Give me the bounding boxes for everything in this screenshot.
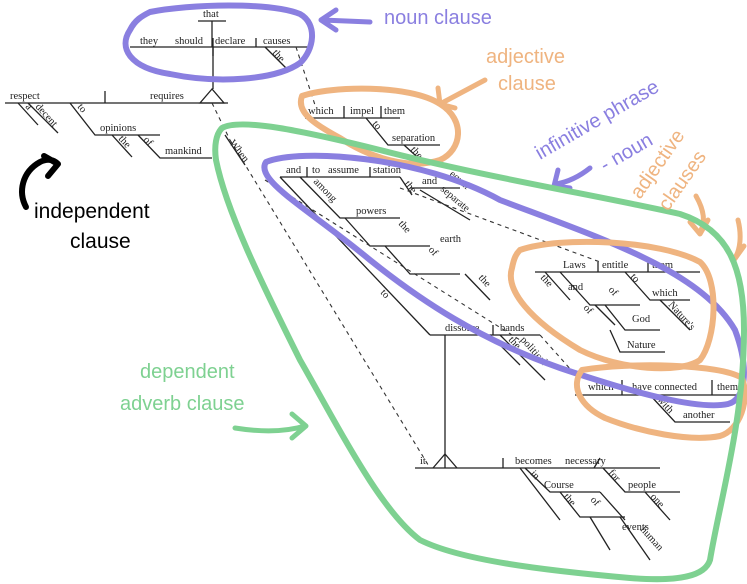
word-bands: bands xyxy=(500,323,525,334)
diagram-lines xyxy=(5,20,745,561)
word-the-mankind: the xyxy=(116,134,133,151)
word-that: that xyxy=(203,9,219,20)
noun-clause-loop xyxy=(122,2,316,83)
infinitive-phrase-arrow xyxy=(551,165,593,191)
adjective-clause-loop xyxy=(297,85,461,167)
word-dissolve: dissolve xyxy=(445,323,480,334)
word-natures: Nature's xyxy=(666,300,697,333)
word-which-connected: which xyxy=(588,382,614,393)
dependent-clause-arrow xyxy=(232,411,309,441)
word-decent: decent xyxy=(33,102,60,130)
word-necessary: necessary xyxy=(565,456,607,467)
label-dependent-2: adverb clause xyxy=(120,393,245,415)
word-when: When xyxy=(227,138,252,165)
word-they: they xyxy=(140,36,159,47)
highlight-strokes xyxy=(19,2,747,583)
word-of-events: of xyxy=(588,495,602,509)
word-them-impel: them xyxy=(384,106,405,117)
word-people: people xyxy=(628,480,656,491)
word-which-impel: which xyxy=(308,106,334,117)
label-adjective-clause-1: adjective xyxy=(486,46,565,68)
word-to-dissolve: to xyxy=(378,287,392,301)
word-becomes: becomes xyxy=(515,456,552,467)
word-declare: declare xyxy=(215,36,246,47)
word-events: events xyxy=(622,522,649,533)
word-for: for xyxy=(606,468,623,485)
word-and-station: and xyxy=(422,176,438,187)
noun-clause-arrow xyxy=(318,7,373,33)
word-assume: assume xyxy=(328,165,359,176)
word-mankind: mankind xyxy=(165,146,202,157)
word-respect: respect xyxy=(10,91,40,102)
word-a: a xyxy=(23,102,35,113)
word-laws: Laws xyxy=(563,260,586,271)
word-earth: earth xyxy=(440,234,462,245)
word-to-which: to xyxy=(628,272,642,285)
word-of-earth: of xyxy=(426,245,440,259)
word-to-separation: to xyxy=(370,119,384,132)
word-of-nature: of xyxy=(606,285,620,299)
infinitive-phrase-loop xyxy=(261,152,747,409)
word-station: station xyxy=(373,165,402,176)
word-the-causes: the xyxy=(270,48,287,65)
word-which-entitle: which xyxy=(652,288,678,299)
word-and-laws: and xyxy=(568,282,584,293)
word-the-laws: the xyxy=(538,273,555,290)
adjective-clause-arrow xyxy=(435,77,488,111)
dependent-clause-loop xyxy=(212,121,747,583)
label-dependent-1: dependent xyxy=(140,361,235,383)
word-and-top: and xyxy=(286,165,302,176)
label-independent-1: independent xyxy=(34,200,150,223)
word-impel: impel xyxy=(350,106,374,117)
word-entitle: entitle xyxy=(602,260,629,271)
word-it: it xyxy=(420,456,426,467)
word-god: God xyxy=(632,314,651,325)
word-the-course: the xyxy=(561,492,578,509)
label-noun-clause: noun clause xyxy=(384,7,492,29)
connected-clause-loop xyxy=(574,362,747,441)
word-nature: Nature xyxy=(627,340,656,351)
independent-clause-arrow xyxy=(19,153,61,210)
word-should: should xyxy=(175,36,204,47)
word-of-mankind: of xyxy=(141,135,155,149)
word-them-connected: them xyxy=(717,382,738,393)
word-have-connected: have connected xyxy=(632,382,698,393)
word-separation: separation xyxy=(392,133,436,144)
word-the-powers: the xyxy=(396,219,413,236)
word-causes: causes xyxy=(263,36,290,47)
word-opinions: opinions xyxy=(100,123,136,134)
label-independent-2: clause xyxy=(70,230,131,253)
word-requires: requires xyxy=(150,91,184,102)
word-to-opinions: to xyxy=(75,102,89,115)
word-to-assume: to xyxy=(312,165,320,176)
label-adjective-clause-2: clause xyxy=(498,73,556,95)
word-course: Course xyxy=(544,480,574,491)
word-powers: powers xyxy=(356,206,386,217)
word-among: among xyxy=(311,176,339,205)
word-one: one xyxy=(648,492,667,511)
word-another: another xyxy=(683,410,715,421)
